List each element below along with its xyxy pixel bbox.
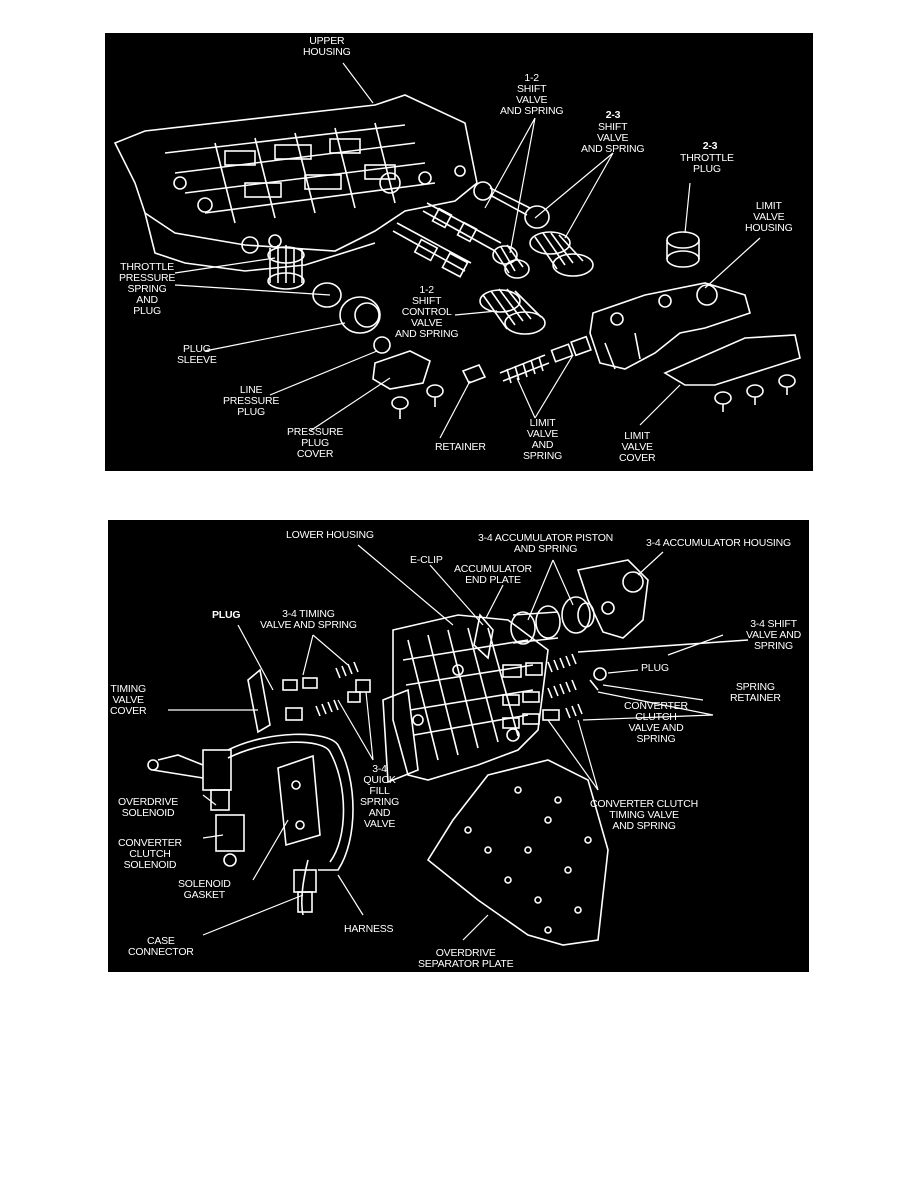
label-shift-valve-23-number: 2-3: [605, 109, 621, 121]
label-shift-control-valve-12: 1-2 SHIFT CONTROL VALVE AND SPRING: [395, 284, 459, 340]
limit-valve-housing-part: [589, 282, 751, 370]
label-plug-right: PLUG: [641, 662, 669, 674]
label-quick-fill: 3-4 QUICK FILL SPRING AND VALVE: [360, 763, 400, 830]
label-e-clip: E-CLIP: [410, 554, 443, 566]
screws-top-right: [714, 374, 796, 412]
label-shift-valve-12: 1-2 SHIFT VALVE AND SPRING: [500, 72, 564, 117]
label-line-pressure-plug: LINE PRESSURE PLUG: [223, 384, 280, 418]
label-converter-clutch-timing: CONVERTER CLUTCH TIMING VALVE AND SPRING: [590, 798, 699, 832]
converter-clutch-solenoid-part: [215, 814, 245, 867]
label-overdrive-solenoid: OVERDRIVE SOLENOID: [118, 796, 179, 819]
converter-clutch-timing-valve-part: [502, 703, 583, 729]
shift-valve-34-part: [502, 639, 749, 678]
label-limit-valve-spring: LIMIT VALVE AND SPRING: [523, 417, 563, 462]
label-limit-valve-housing: LIMIT VALVE HOUSING: [745, 200, 793, 234]
harness-part: [227, 733, 354, 916]
lower-housing-diagram: LOWER HOUSING E-CLIP ACCUMULATOR END PLA…: [108, 520, 809, 972]
upper-housing-diagram: UPPER HOUSING 1-2 SHIFT VALVE AND SPRING…: [105, 33, 813, 471]
plug-sleeve-part: [339, 296, 381, 334]
label-timing-valve-cover: TIMING VALVE COVER: [110, 683, 147, 717]
screws-top-left: [391, 384, 444, 419]
upper-housing-illustration: [113, 62, 801, 439]
label-overdrive-separator-plate: OVERDRIVE SEPARATOR PLATE: [418, 947, 514, 970]
timing-valve-34-part: [282, 661, 359, 691]
label-throttle-plug-23: THROTTLE PLUG: [680, 152, 734, 175]
label-lower-housing: LOWER HOUSING: [286, 529, 374, 541]
label-harness: HARNESS: [344, 923, 394, 935]
leader-lines-bottom: [168, 544, 724, 941]
label-converter-clutch-solenoid: CONVERTER CLUTCH SOLENOID: [118, 837, 182, 871]
case-connector-part: [293, 869, 317, 913]
label-accumulator-housing: 3-4 ACCUMULATOR HOUSING: [646, 537, 791, 549]
converter-clutch-valve-part: [502, 679, 599, 706]
accumulator-housing-part: [576, 559, 649, 639]
label-converter-clutch-valve: CONVERTER CLUTCH VALVE AND SPRING: [624, 700, 688, 745]
label-upper-housing: UPPER HOUSING: [303, 35, 351, 58]
label-shift-valve-34: 3-4 SHIFT VALVE AND SPRING: [746, 618, 802, 652]
timing-valve-cover-part: [247, 668, 271, 734]
shift-spring-12: [492, 244, 530, 279]
accumulator-piston-spring-part: [510, 596, 595, 645]
label-shift-valve-23: SHIFT VALVE AND SPRING: [581, 121, 645, 155]
shift-control-valve-12: [392, 222, 472, 278]
shift-valve-12: [422, 202, 502, 252]
label-throttle-plug-23-number: 2-3: [702, 140, 718, 152]
label-throttle-pressure-spring-plug: THROTTLE PRESSURE SPRING AND PLUG: [119, 261, 176, 317]
line-pressure-plug-part: [373, 336, 391, 354]
accumulator-end-plate-part: [473, 613, 494, 660]
shift-valve-23: [473, 181, 550, 229]
throttle-plug-23-part: [666, 231, 700, 268]
overdrive-solenoid-part: [147, 749, 232, 811]
lower-housing-part: [382, 614, 549, 784]
label-accumulator-end-plate: ACCUMULATOR END PLATE: [454, 563, 532, 586]
label-spring-retainer: SPRING RETAINER: [730, 681, 781, 704]
label-timing-valve-spring: 3-4 TIMING VALVE AND SPRING: [260, 608, 357, 631]
label-case-connector: CASE CONNECTOR: [128, 935, 194, 958]
label-retainer: RETAINER: [435, 441, 486, 453]
retainer-part: [461, 363, 487, 385]
pressure-plug-cover-part: [372, 350, 431, 390]
label-plug-left: PLUG: [212, 609, 241, 621]
quick-fill-spring-valve-part: [315, 679, 371, 717]
limit-spring-part: [499, 354, 550, 384]
plug-left-part: [285, 707, 303, 721]
throttle-plug-part: [312, 282, 342, 308]
lower-housing-illustration: [147, 544, 749, 946]
label-limit-valve-cover: LIMIT VALVE COVER: [619, 430, 656, 464]
limit-valve-part: [550, 335, 592, 363]
label-solenoid-gasket: SOLENOID GASKET: [178, 878, 231, 901]
label-accumulator-piston-spring: 3-4 ACCUMULATOR PISTON AND SPRING: [478, 532, 614, 555]
leader-lines-top: [174, 62, 761, 439]
plug-right-part: [593, 667, 607, 681]
solenoid-gasket-part: [277, 754, 321, 847]
upper-housing-part: [113, 94, 478, 272]
label-plug-sleeve: PLUG SLEEVE: [177, 343, 217, 366]
limit-valve-cover-part: [663, 334, 801, 386]
shift-control-spring-12: [479, 288, 546, 335]
throttle-pressure-spring: [267, 245, 305, 290]
overdrive-separator-plate-part: [426, 759, 609, 946]
label-pressure-plug-cover: PRESSURE PLUG COVER: [287, 426, 344, 460]
shift-spring-23: [529, 231, 594, 277]
